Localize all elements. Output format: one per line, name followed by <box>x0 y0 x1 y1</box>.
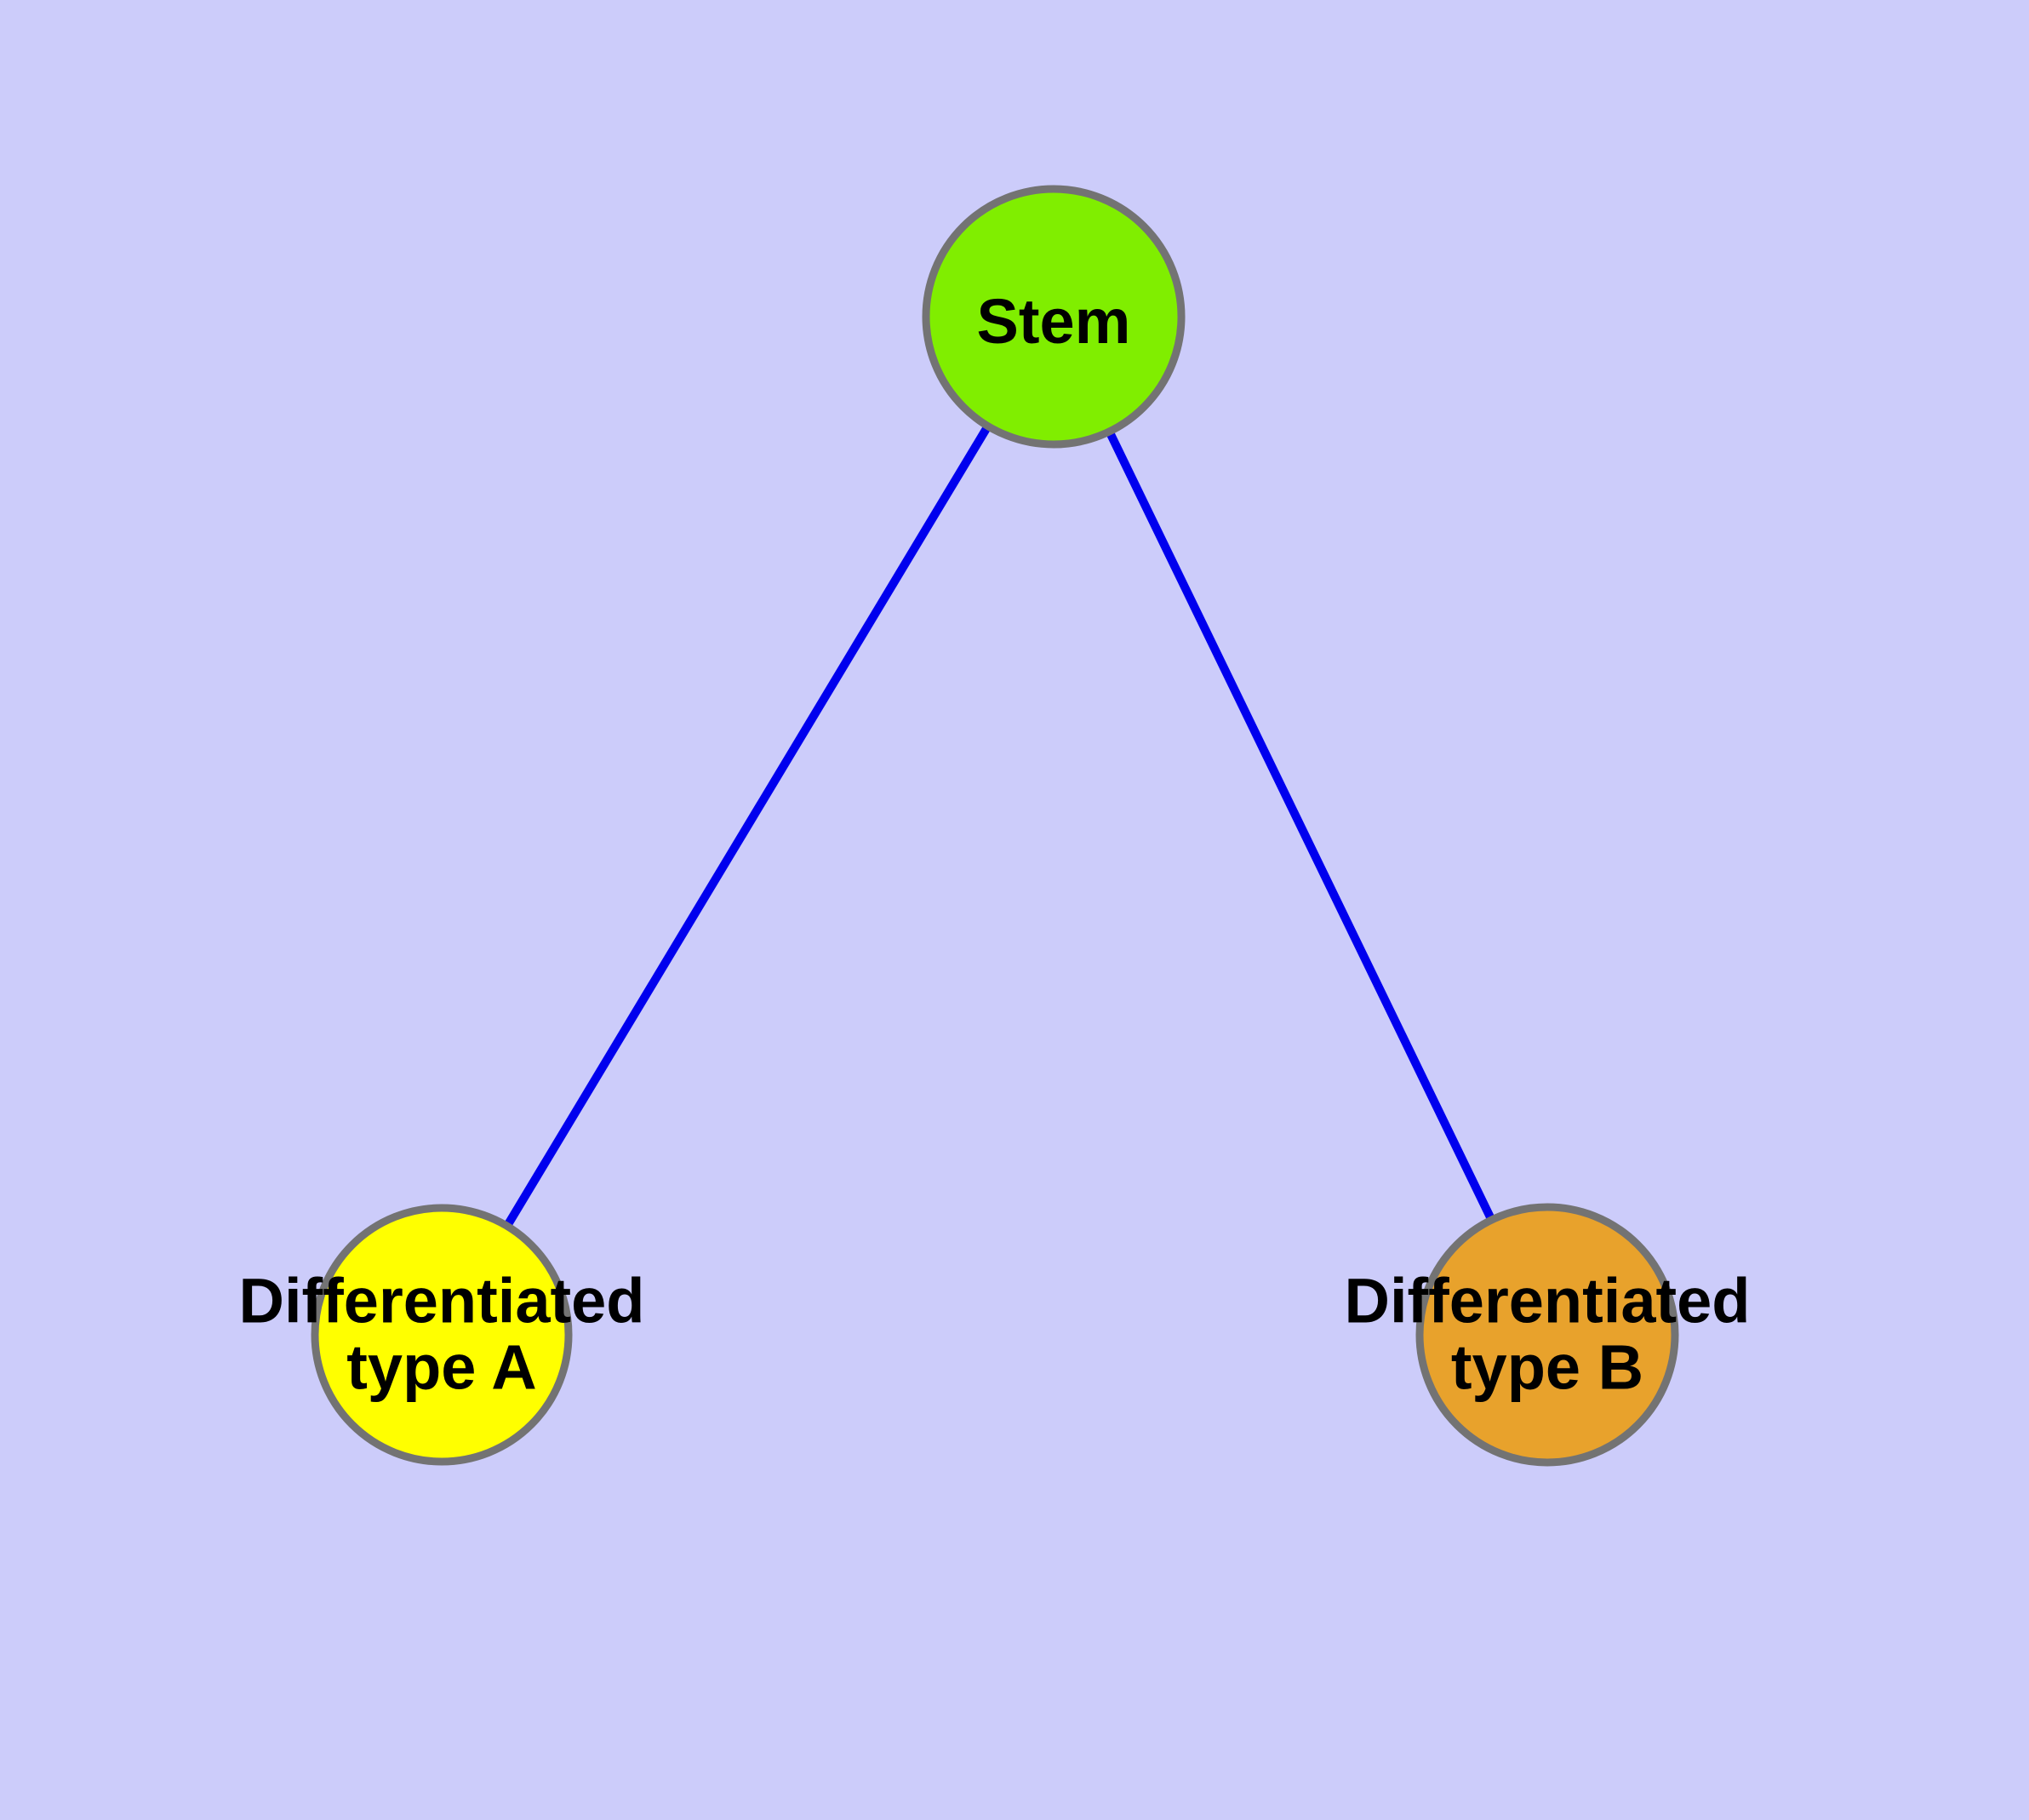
node-type-b[interactable] <box>1415 1203 1679 1467</box>
edge-stem-to-type-a[interactable] <box>503 423 992 1228</box>
node-layer <box>311 185 1679 1467</box>
node-type-a[interactable] <box>311 1204 573 1466</box>
edge-stem-to-type-b[interactable] <box>1105 429 1496 1222</box>
node-stem[interactable] <box>922 185 1186 449</box>
edge-layer <box>503 423 1496 1228</box>
